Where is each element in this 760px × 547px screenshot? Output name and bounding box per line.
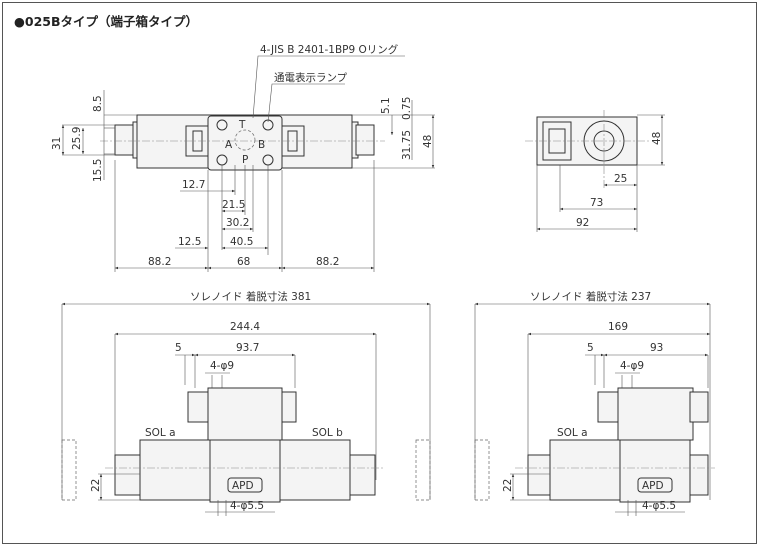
- dim-12-5: 12.5: [178, 236, 201, 248]
- dim-4-phi-9: 4-φ9: [210, 360, 234, 372]
- terminal-box-left: [187, 391, 211, 423]
- solenoid-end-right: [355, 124, 375, 156]
- lamp-note: 通電表示ランプ: [274, 71, 348, 84]
- dim-5-single: 5: [587, 342, 594, 354]
- port-label-b: B: [258, 139, 265, 151]
- dim-22: 22: [90, 479, 102, 492]
- dim-25: 25: [614, 173, 627, 185]
- dim-31-75: 31.75: [401, 130, 413, 160]
- dim-5: 5: [175, 342, 182, 354]
- apd-logo: [227, 477, 263, 493]
- dim-169: 169: [608, 321, 628, 333]
- dim-88-2-left: 88.2: [148, 256, 171, 268]
- page-title: ●025Bタイプ（端子箱タイプ）: [14, 14, 199, 29]
- dim-25-9: 25.9: [71, 127, 83, 150]
- dim-48: 48: [422, 135, 434, 148]
- apd-logo-text-single: APD: [642, 480, 664, 492]
- dim-4-phi-5-5: 4-φ5.5: [230, 500, 264, 512]
- valve-center-block: [209, 439, 281, 503]
- dim-93-7: 93.7: [236, 342, 259, 354]
- sol-b-label: SOL b: [312, 427, 343, 439]
- dim-244-4: 244.4: [230, 321, 260, 333]
- port-label-a: A: [225, 139, 233, 151]
- dim-30-2: 30.2: [226, 217, 249, 229]
- oring-note: 4-JIS B 2401-1BP9 Oリング: [260, 43, 399, 56]
- side-view: 48 25 73 92: [525, 110, 665, 232]
- single-solenoid-view: ソレノイド 着脱寸法 237 169 5 93 4-φ9 APD SOL a 2…: [474, 290, 715, 516]
- dim-8-5: 8.5: [92, 95, 104, 112]
- dim-40-5: 40.5: [230, 236, 253, 248]
- dim-68: 68: [237, 256, 250, 268]
- dim-93: 93: [650, 342, 663, 354]
- top-view: T A B P 4-JIS B 2401-1BP9 Oリング 通電表示ランプ 8…: [51, 43, 435, 272]
- terminal-box: [207, 387, 283, 441]
- dim-22-single: 22: [502, 479, 514, 492]
- dim-48-side: 48: [651, 132, 663, 145]
- dim-removal-381: ソレノイド 着脱寸法 381: [190, 290, 311, 303]
- dim-4-phi-9-single: 4-φ9: [620, 360, 644, 372]
- dim-15-5: 15.5: [92, 159, 104, 182]
- dim-31: 31: [51, 137, 63, 150]
- dim-12-7: 12.7: [182, 179, 205, 191]
- dim-5-1: 5.1: [380, 97, 392, 114]
- sol-a-label-single: SOL a: [557, 427, 588, 439]
- dim-removal-237: ソレノイド 着脱寸法 237: [530, 290, 651, 303]
- port-label-t: T: [238, 119, 246, 131]
- dim-73: 73: [590, 197, 603, 209]
- dim-4-phi-5-5-single: 4-φ5.5: [642, 500, 676, 512]
- valve-center-block-single: [619, 439, 691, 503]
- dim-0-75: 0.75: [401, 97, 413, 120]
- dim-88-2-right: 88.2: [316, 256, 339, 268]
- sol-a-label: SOL a: [145, 427, 176, 439]
- terminal-box-single: [617, 387, 694, 441]
- dim-92: 92: [576, 217, 589, 229]
- dim-21-5: 21.5: [222, 199, 245, 211]
- port-label-p: P: [242, 154, 248, 166]
- double-solenoid-view: ソレノイド 着脱寸法 381 244.4 5 93.7 4-φ9 APD SOL…: [61, 290, 431, 516]
- apd-logo-text: APD: [232, 480, 254, 492]
